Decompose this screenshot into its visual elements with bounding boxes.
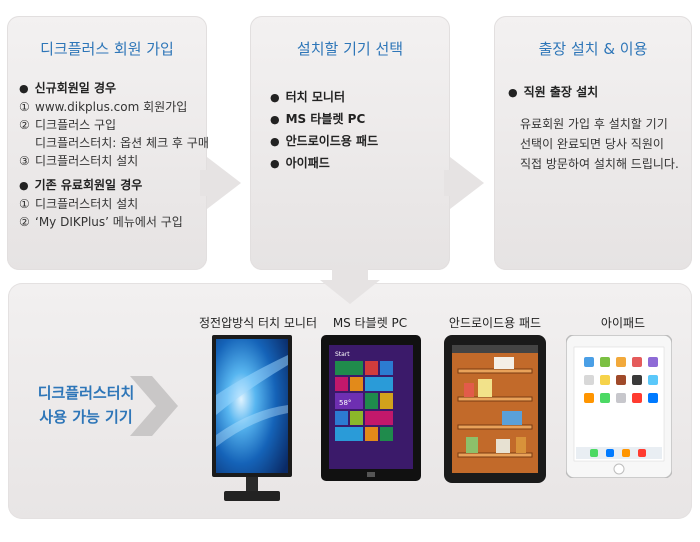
android-tablet-icon <box>444 335 546 483</box>
device-list: 터치 모니터 MS 타블렛 PC 안드로이드용 패드 아이패드 <box>270 88 445 176</box>
step-title: 출장 설치 & 이용 <box>538 40 648 58</box>
tablet-temp-text: 58° <box>339 399 351 407</box>
install-content: 직원 출장 설치 유료회원 가입 후 설치할 기기 선택이 완료되면 당사 직원… <box>508 83 688 174</box>
list-item: 디크플러스터치: 옵션 체크 후 구매 <box>35 136 209 150</box>
list-item: 안드로이드용 패드 <box>270 132 445 151</box>
touch-monitor-icon <box>212 335 292 501</box>
install-description: 유료회원 가입 후 설치할 기기 선택이 완료되면 당사 직원이 직접 방문하여… <box>520 117 679 171</box>
supported-devices-panel: 디크플러스터치 사용 가능 기기 정전압방식 터치 모니터 MS 타블렛 PC … <box>8 283 692 519</box>
new-member-heading: 신규회원일 경우 <box>19 79 209 98</box>
step-panel-onsite-install: 출장 설치 & 이용 직원 출장 설치 유료회원 가입 후 설치할 기기 선택이… <box>494 16 692 270</box>
arrow-right-icon <box>207 157 241 209</box>
list-item: 터치 모니터 <box>270 88 445 107</box>
list-item: MS 타블렛 PC <box>270 110 445 129</box>
windows-tablet-icon: Start 58° <box>321 335 421 481</box>
device-label-ms-tablet: MS 타블렛 PC <box>332 316 408 330</box>
device-label-ipad: 아이패드 <box>600 316 646 330</box>
list-item: 아이패드 <box>270 154 445 173</box>
step-title: 디크플러스 회원 가입 <box>40 40 174 58</box>
ipad-icon <box>566 335 672 478</box>
device-label-touch-monitor: 정전압방식 터치 모니터 <box>198 316 318 330</box>
existing-member-heading: 기존 유료회원일 경우 <box>19 176 209 195</box>
arrow-down-icon <box>320 280 380 304</box>
install-heading: 직원 출장 설치 <box>508 83 688 102</box>
step-title: 설치할 기기 선택 <box>296 40 404 58</box>
list-item: ②‘My DIKPlus’ 메뉴에서 구입 <box>19 215 183 229</box>
tablet-start-text: Start <box>335 351 350 358</box>
supported-devices-label: 디크플러스터치 사용 가능 기기 <box>37 384 135 426</box>
arrow-right-icon <box>450 157 484 209</box>
chevron-right-icon <box>130 376 178 436</box>
device-label-android-pad: 안드로이드용 패드 <box>448 316 542 330</box>
step-panel-device-select: 설치할 기기 선택 터치 모니터 MS 타블렛 PC 안드로이드용 패드 아이패… <box>250 16 450 270</box>
